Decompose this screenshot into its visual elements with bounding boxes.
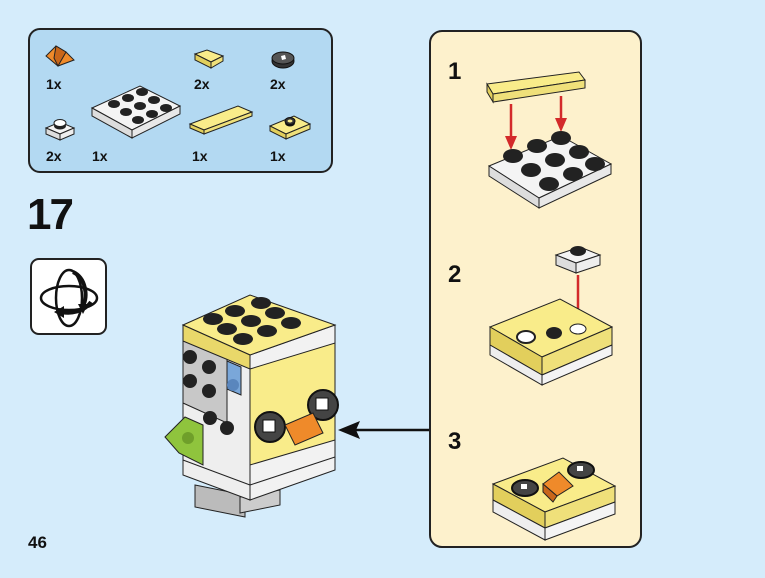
rotate-icon [39, 268, 99, 328]
page-number: 46 [28, 533, 47, 552]
callout-arrow-icon [338, 421, 429, 439]
sub-step-3-illustration [491, 457, 617, 541]
studs [108, 88, 172, 124]
eyes [254, 389, 339, 443]
qty-white-plate-1x1: 2x [46, 148, 62, 164]
white-plate-3x3-part-icon [90, 85, 182, 139]
parts-list-box: 1x 2x 2x 2x 1x 1x [28, 28, 333, 173]
sub-step-2-illustration [488, 246, 614, 386]
sub-step-number-3: 3 [448, 428, 462, 455]
step-number: 17 [27, 190, 74, 239]
rotate-model-indicator [30, 258, 107, 335]
yellow-tile-1x4-part-icon [188, 105, 254, 135]
qty-round-eye-tile: 2x [270, 76, 286, 92]
sub-step-number-1: 1 [448, 58, 462, 85]
round-eye-tile-part-icon [271, 51, 295, 69]
yellow-tile-1x1-part-icon [193, 49, 225, 69]
sub-step-number-2: 2 [448, 261, 462, 288]
qty-yellow-tile-1x1: 2x [194, 76, 210, 92]
qty-orange-slope: 1x [46, 76, 62, 92]
orange-slope-part-icon [45, 45, 75, 68]
sub-steps-panel: 1 2 3 [429, 30, 642, 548]
white-plate-1x1-part-icon [44, 119, 76, 141]
qty-white-plate-3x3: 1x [92, 148, 108, 164]
yellow-jumper-plate-part-icon [268, 115, 312, 140]
qty-yellow-tile-1x4: 1x [192, 148, 208, 164]
qty-yellow-jumper-plate: 1x [270, 148, 286, 164]
beak [284, 412, 324, 446]
sub-step-1-illustration [486, 71, 613, 209]
chicken-model-illustration [164, 294, 339, 518]
